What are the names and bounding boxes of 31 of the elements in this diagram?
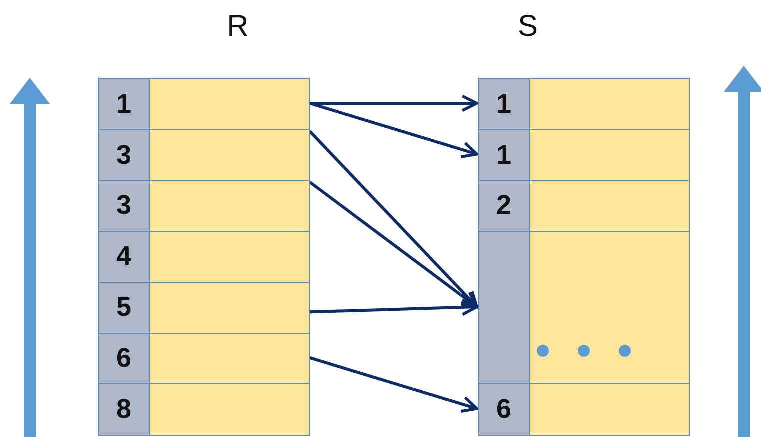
table-row <box>478 180 690 232</box>
table-row <box>98 383 310 436</box>
key-value: 8 <box>116 394 132 426</box>
key-value: 2 <box>496 190 512 222</box>
table-row <box>98 78 310 130</box>
arrow <box>310 298 478 316</box>
table-heading: R <box>227 10 249 44</box>
table-row <box>98 282 310 334</box>
table-row <box>98 180 310 232</box>
key-value: 3 <box>116 140 132 171</box>
table-row <box>98 230 310 284</box>
key-value: 6 <box>496 394 512 426</box>
arrow <box>310 356 478 413</box>
table-row <box>478 383 690 436</box>
key-value: 6 <box>116 343 132 374</box>
arrow <box>308 130 478 308</box>
key-value: 1 <box>496 140 512 171</box>
arrow <box>310 94 478 112</box>
table-row <box>98 128 310 182</box>
arrow <box>309 181 478 308</box>
table-heading: S <box>518 10 538 44</box>
key-value: 1 <box>496 88 512 120</box>
key-value: 1 <box>116 88 132 120</box>
key-value: 4 <box>116 241 132 272</box>
key-value: 5 <box>116 292 132 324</box>
table-row <box>478 128 690 182</box>
gap-row <box>478 230 690 385</box>
key-value: 3 <box>116 190 132 222</box>
table-row <box>98 332 310 385</box>
arrow <box>310 102 478 158</box>
table-row <box>478 78 690 130</box>
